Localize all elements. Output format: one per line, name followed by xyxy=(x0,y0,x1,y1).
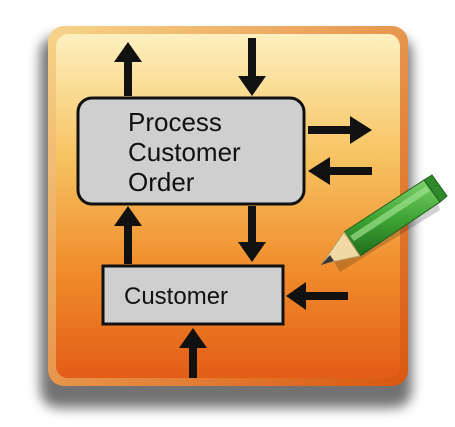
arrow-down-icon xyxy=(238,38,266,96)
arrow-up-icon xyxy=(179,328,207,378)
customer-box-label: Customer xyxy=(124,283,228,310)
arrow-up-icon xyxy=(114,42,142,96)
process-customer-order-box xyxy=(76,96,306,206)
process-box-line-1: Process xyxy=(128,107,222,137)
process-box-line-2: Customer xyxy=(128,137,241,167)
arrow-down-icon xyxy=(238,206,266,262)
arrow-left-icon xyxy=(286,282,348,310)
process-box-line-3: Order xyxy=(128,167,195,197)
tile-background xyxy=(56,34,400,378)
arrow-left-icon xyxy=(308,157,372,185)
customer-box xyxy=(101,264,285,326)
arrow-up-icon xyxy=(114,206,142,264)
pencil-icon xyxy=(320,174,448,272)
arrow-right-icon xyxy=(308,116,372,144)
